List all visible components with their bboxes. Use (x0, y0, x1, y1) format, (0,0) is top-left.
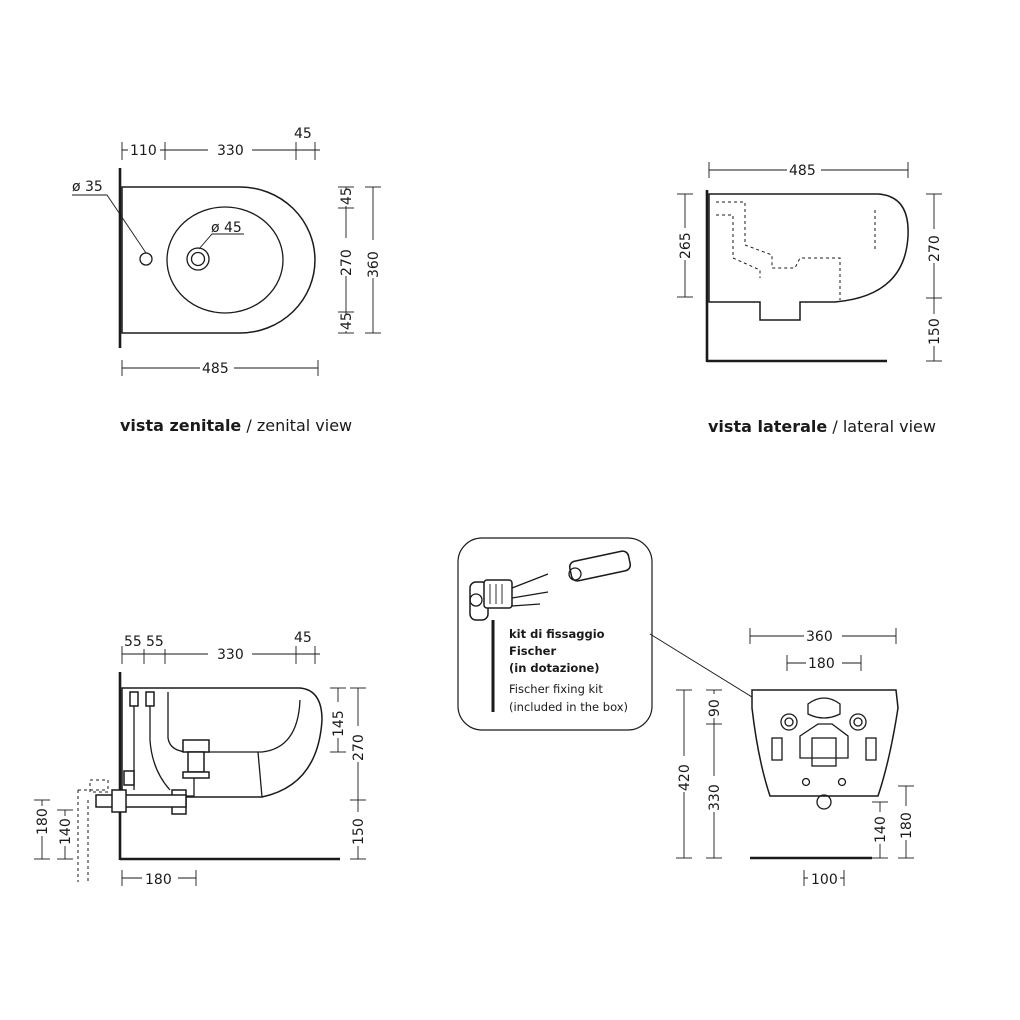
top-view: ø 35 ø 45 110 330 45 45 270 45 360 (72, 124, 382, 435)
bidet-front-outline (751, 689, 899, 797)
dim-140-section: 140 (58, 818, 74, 845)
dim-110: 110 (130, 143, 157, 159)
kit-frame (457, 537, 653, 731)
dim-45-upper: 45 (339, 187, 355, 205)
basin-outline (166, 206, 284, 314)
drain-hole-outer (186, 247, 210, 271)
dim-360-front: 360 (806, 629, 833, 645)
dim-45-top: 45 (294, 126, 312, 142)
top-view-caption: vista zenitale / zenital view (120, 416, 352, 435)
dim-485-top: 485 (202, 361, 229, 377)
dim-180-front-top: 180 (808, 656, 835, 672)
phi35-label: ø 35 (72, 179, 103, 195)
bidet-top-outline (121, 186, 316, 334)
dim-45-lower: 45 (339, 312, 355, 330)
dim-265-lateral: 265 (678, 232, 694, 259)
dim-330-front: 330 (707, 784, 723, 811)
phi45-label: ø 45 (211, 220, 242, 236)
sleeve (568, 550, 632, 582)
hidden-inner-lines (716, 201, 841, 300)
dim-145-section: 145 (331, 710, 347, 737)
dim-270-lateral: 270 (927, 235, 943, 262)
lateral-view: 485 265 270 150 vista laterale / lateral… (677, 161, 943, 436)
dim-90-front: 90 (707, 699, 723, 717)
dim-180-section-vertical: 180 (35, 808, 51, 835)
drain-hole-inner (190, 251, 206, 267)
bidet-side-outline (708, 193, 909, 321)
dim-330-section: 330 (217, 647, 244, 663)
kit-label-it-2: Fischer (509, 644, 556, 658)
dim-150-section: 150 (351, 818, 367, 845)
dim-55-b: 55 (146, 634, 164, 650)
dim-180-front-right: 180 (899, 812, 915, 839)
dim-150-lateral: 150 (927, 318, 943, 345)
dim-420-front: 420 (677, 764, 693, 791)
dim-140-front: 140 (873, 816, 889, 843)
dim-270-top: 270 (339, 249, 355, 276)
bowl-section (167, 692, 301, 753)
waste-pipe (95, 794, 187, 808)
dim-330-top: 330 (217, 143, 244, 159)
dim-180-section-horizontal: 180 (145, 872, 172, 888)
kit-label-it-3: (in dotazione) (509, 661, 600, 675)
dim-45-section: 45 (294, 630, 312, 646)
dim-100-front: 100 (811, 872, 838, 888)
dim-270-section: 270 (351, 734, 367, 761)
front-waste-hole (816, 794, 832, 810)
lateral-view-caption: vista laterale / lateral view (708, 417, 936, 436)
dim-55-a: 55 (124, 634, 142, 650)
bidet-section-outline (121, 687, 323, 798)
dim-360-top: 360 (366, 251, 382, 278)
front-view: 360 180 420 90 330 140 180 (676, 627, 915, 888)
section-view: 55 55 330 45 145 270 150 180 140 180 (34, 629, 367, 888)
dim-485-lateral: 485 (789, 163, 816, 179)
fixing-kit-inset: kit di fissaggio Fischer (in dotazione) … (457, 537, 787, 731)
kit-label-en-1: Fischer fixing kit (509, 682, 603, 696)
kit-label-en-2: (included in the box) (509, 700, 628, 714)
kit-label-it-1: kit di fissaggio (509, 627, 605, 641)
